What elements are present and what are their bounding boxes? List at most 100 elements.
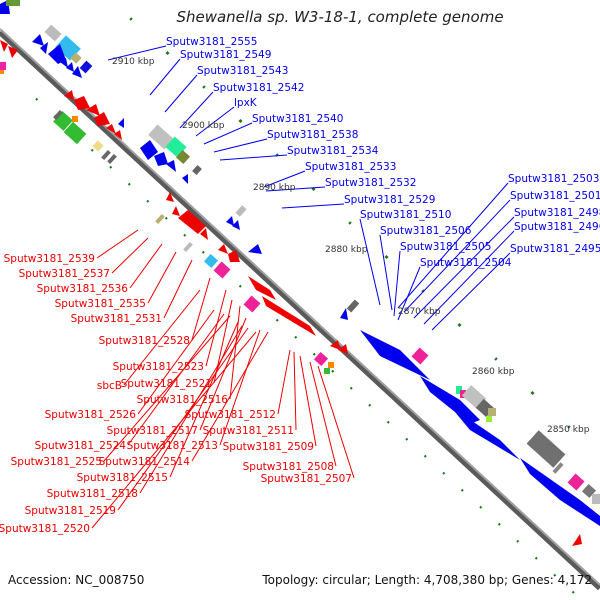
feature-block [101,149,111,161]
feature-arrow [154,152,168,166]
callout-line [195,106,235,137]
feature-arrow [360,330,430,380]
gene-label[interactable]: Sputw3181_2521 [121,378,212,390]
gene-label[interactable]: Sputw3181_2537 [19,268,110,280]
scale-tick [349,386,353,390]
gene-label[interactable]: Sputw3181_2539 [4,253,95,265]
gene-label[interactable]: Sputw3181_2531 [71,313,162,325]
feature-block [0,70,4,74]
gene-label[interactable]: Sputw3181_2510 [360,209,451,221]
gene-label[interactable]: Sputw3181_2516 [137,394,229,406]
gene-label[interactable]: Sputw3181_2538 [267,129,358,141]
gene-label[interactable]: lpxK [234,97,258,109]
feature-arrow [172,206,180,216]
feature-arrow [520,458,600,526]
feature-arrow [450,406,520,460]
scale-tick [405,437,409,441]
feature-block [44,24,62,42]
feature-block [324,368,330,374]
gene-label[interactable]: sbcB [97,380,122,392]
feature-arrow [228,250,240,262]
scale-label: 2880 kbp [325,245,368,255]
gene-label[interactable]: Sputw3181_2506 [380,225,472,237]
gene-label[interactable]: Sputw3181_2526 [45,409,137,421]
feature-arrow [106,124,116,134]
callout-line [431,252,511,331]
gene-label[interactable]: Sputw3181_2549 [180,49,271,61]
scale-tick [238,284,242,288]
gene-label[interactable]: Sputw3181_2555 [166,36,257,48]
gene-label[interactable]: Sputw3181_2515 [77,472,168,484]
gene-label[interactable]: Sputw3181_2519 [25,505,116,517]
scale-tick [530,390,535,396]
scale-tick [331,369,335,373]
feature-arrow [232,220,240,230]
gene-label[interactable]: Sputw3181_2543 [197,65,288,77]
gene-label[interactable]: Sputw3181_2503 [508,173,599,185]
gene-label[interactable]: Sputw3181_2536 [37,283,129,295]
callout-line [179,91,214,129]
gene-label[interactable]: Sputw3181_2511 [203,425,294,437]
callout-line [309,361,337,467]
scale-tick [109,165,113,169]
gene-label[interactable]: Sputw3181_2540 [252,113,343,125]
callout-line [379,234,393,311]
gene-label[interactable]: Sputw3181_2513 [127,440,218,452]
gene-label[interactable]: Sputw3181_2542 [213,82,304,94]
gene-label[interactable]: Sputw3181_2509 [223,441,314,453]
gene-label[interactable]: Sputw3181_2505 [400,241,491,253]
feature-arrow [60,58,68,68]
feature-block [72,116,78,122]
gene-label[interactable]: Sputw3181_2532 [325,177,416,189]
feature-block [411,347,429,365]
gene-label[interactable]: Sputw3181_2524 [35,440,127,452]
scale-tick [311,186,316,192]
forward-gene-labels: Sputw3181_2555Sputw3181_2549Sputw3181_25… [166,36,600,269]
scale-tick [442,471,446,475]
gene-label[interactable]: Sputw3181_2523 [113,361,204,373]
feature-arrow [166,160,176,172]
gene-label[interactable]: Sputw3181_2508 [243,461,334,473]
callout-line [219,154,288,161]
callout-line [147,251,177,304]
callout-line [149,58,181,96]
feature-block [53,109,63,121]
gene-label[interactable]: Sputw3181_2525 [11,456,102,468]
gene-label[interactable]: Sputw3181_2504 [420,257,512,269]
feature-block [79,60,93,74]
gene-label[interactable]: Sputw3181_2534 [287,145,379,157]
feature-arrow [72,66,82,78]
gene-label[interactable]: Sputw3181_2517 [107,425,198,437]
gene-label[interactable]: Sputw3181_2498 [514,207,600,219]
gene-label[interactable]: Sputw3181_2495 [510,243,600,255]
feature-block [148,124,174,150]
callout-line [317,365,355,479]
callout-line [277,349,291,415]
callout-line [164,74,198,113]
callout-line [413,216,515,319]
scale-tick [567,425,571,429]
feature-block [107,153,117,165]
feature-arrow [218,244,228,254]
scale-tick [129,17,133,21]
scale-label: 2850 kbp [547,425,590,435]
gene-label[interactable]: Sputw3181_2529 [344,194,435,206]
gene-label[interactable]: Sputw3181_2528 [99,335,190,347]
feature-arrow [166,192,174,202]
gene-label[interactable]: Sputw3181_2514 [99,456,191,468]
accession-text: Accession: NC_008750 [8,573,145,587]
feature-arrow [64,90,74,100]
feature-block [155,213,165,225]
feature-block [175,149,191,165]
gene-label[interactable]: Sputw3181_2496 [514,221,600,233]
gene-label[interactable]: Sputw3181_2518 [47,488,138,500]
gene-label[interactable]: Sputw3181_2533 [305,161,396,173]
gene-label[interactable]: Sputw3181_2535 [55,298,146,310]
gene-label[interactable]: Sputw3181_2501 [510,190,600,202]
gene-label[interactable]: Sputw3181_2512 [185,409,276,421]
gene-label[interactable]: Sputw3181_2520 [0,523,90,535]
callout-line [199,317,247,431]
feature-block [243,295,261,313]
feature-block [592,494,600,504]
gene-label[interactable]: Sputw3181_2507 [261,473,352,485]
